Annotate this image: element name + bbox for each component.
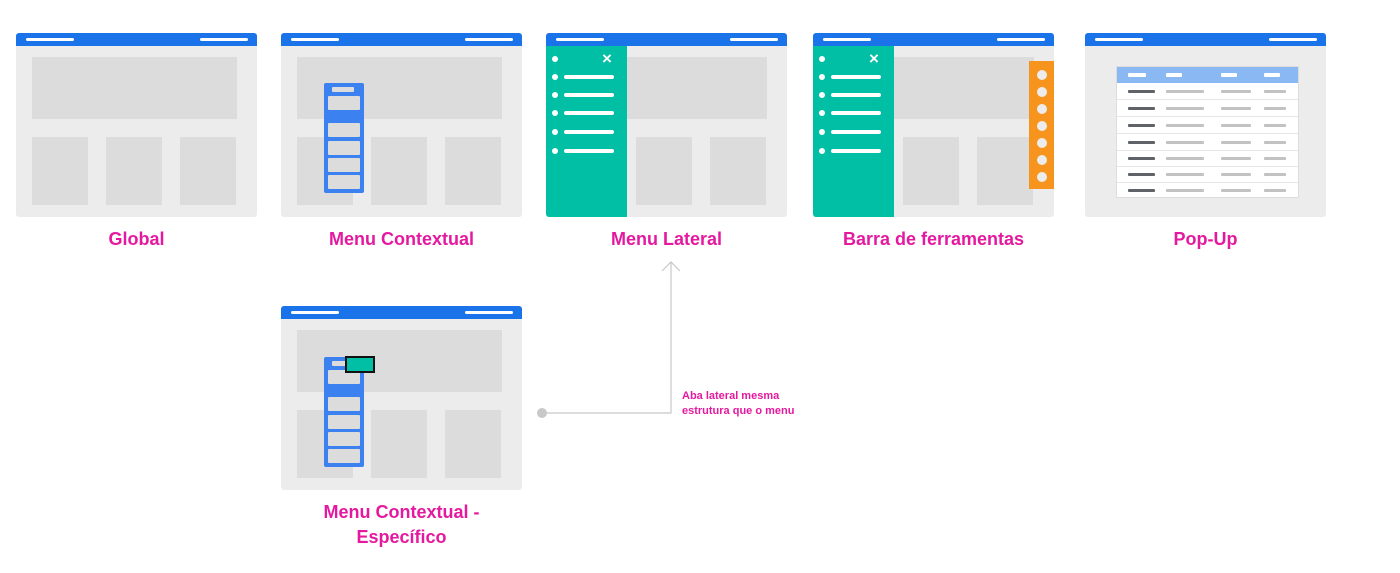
contextual-menu xyxy=(324,83,364,193)
contextual-menu-header xyxy=(332,361,354,366)
side-menu-item xyxy=(564,93,614,97)
popup-table-row xyxy=(1117,150,1298,167)
caption-line: Menu Contextual - xyxy=(323,502,480,522)
side-menu-bullet xyxy=(552,74,558,80)
toolbar-strip xyxy=(1029,61,1054,189)
wireframe-content-block xyxy=(710,137,766,205)
wireframe-content-block xyxy=(371,137,427,205)
contextual-menu-item xyxy=(328,449,360,463)
wireframe-side-menu: × xyxy=(546,33,787,217)
contextual-menu-item xyxy=(328,415,360,429)
side-menu-item xyxy=(831,93,881,97)
wireframe-global xyxy=(16,33,257,217)
wireframe-topbar xyxy=(813,33,1054,46)
contextual-menu-item xyxy=(328,175,360,189)
side-menu-item xyxy=(831,130,881,134)
connector-start-dot xyxy=(537,408,547,418)
wireframe-topbar xyxy=(16,33,257,46)
annotation-line: Aba lateral mesma xyxy=(682,390,780,402)
popup-table-row xyxy=(1117,83,1298,100)
toolbar-button-dot xyxy=(1037,138,1047,148)
wireframe-popup xyxy=(1085,33,1326,217)
side-menu-item xyxy=(831,149,881,153)
wireframe-topbar xyxy=(546,33,787,46)
side-tab-highlight xyxy=(345,356,375,373)
contextual-menu-header xyxy=(332,87,354,92)
side-menu-item xyxy=(564,111,614,115)
wireframe-topbar xyxy=(1085,33,1326,46)
wireframe-toolbar: × xyxy=(813,33,1054,217)
wireframe-content-block xyxy=(371,410,427,478)
side-menu-bullet xyxy=(552,148,558,154)
side-menu-bullet xyxy=(552,129,558,135)
popup-table-row xyxy=(1117,166,1298,183)
wireframe-content-block xyxy=(106,137,162,205)
contextual-menu-item xyxy=(328,370,360,384)
side-menu-bullet xyxy=(819,110,825,116)
popup-table-row xyxy=(1117,100,1298,117)
side-menu-panel: × xyxy=(813,46,894,217)
contextual-menu-item xyxy=(328,397,360,411)
popup-table xyxy=(1116,66,1299,198)
side-menu-item xyxy=(564,149,614,153)
side-menu-item xyxy=(564,130,614,134)
wireframe-hero-block xyxy=(32,57,237,119)
contextual-menu-item xyxy=(328,96,360,110)
side-menu-item xyxy=(831,75,881,79)
wireframe-content-block xyxy=(180,137,236,205)
side-menu-item xyxy=(831,111,881,115)
wireframe-content-block xyxy=(903,137,959,205)
wireframe-content-block xyxy=(445,410,501,478)
wireframe-topbar xyxy=(281,33,522,46)
connector-arrowhead xyxy=(661,261,681,272)
side-menu-bullet xyxy=(819,56,825,62)
contextual-menu-item xyxy=(328,123,360,137)
caption-toolbar: Barra de ferramentas xyxy=(842,229,1025,249)
contextual-menu-item xyxy=(328,158,360,172)
contextual-menu-item xyxy=(328,141,360,155)
caption-contextual: Menu Contextual xyxy=(328,229,474,249)
close-icon: × xyxy=(869,49,879,68)
wireframe-topbar xyxy=(281,306,522,319)
caption-line: Específico xyxy=(356,527,447,547)
popup-table-row xyxy=(1117,182,1298,198)
side-menu-bullet xyxy=(819,92,825,98)
side-menu-bullet xyxy=(552,56,558,62)
toolbar-button-dot xyxy=(1037,155,1047,165)
popup-table-row xyxy=(1117,117,1298,134)
toolbar-button-dot xyxy=(1037,87,1047,97)
wireframe-content-block xyxy=(636,137,692,205)
side-menu-bullet xyxy=(819,129,825,135)
caption-global: Global xyxy=(108,229,165,249)
wireframe-content-block xyxy=(32,137,88,205)
contextual-menu-item xyxy=(328,432,360,446)
toolbar-button-dot xyxy=(1037,104,1047,114)
close-icon: × xyxy=(602,49,612,68)
caption-popup: Pop-Up xyxy=(1173,229,1238,249)
connector-line xyxy=(542,262,672,414)
toolbar-button-dot xyxy=(1037,121,1047,131)
wireframe-content-block xyxy=(977,137,1033,205)
wireframe-contextual-specific xyxy=(281,306,522,490)
side-menu-bullet xyxy=(552,110,558,116)
caption-contextual-specific: Menu Contextual - Específico xyxy=(281,500,522,550)
side-menu-item xyxy=(564,75,614,79)
annotation-line: estrutura que o menu xyxy=(682,405,795,417)
side-menu-bullet xyxy=(819,74,825,80)
wireframe-content-block xyxy=(445,137,501,205)
toolbar-button-dot xyxy=(1037,172,1047,182)
contextual-menu xyxy=(324,357,364,467)
side-menu-panel: × xyxy=(546,46,627,217)
wireframe-contextual-menu xyxy=(281,33,522,217)
popup-table-header xyxy=(1117,67,1298,83)
popup-table-row xyxy=(1117,134,1298,151)
side-menu-bullet xyxy=(819,148,825,154)
toolbar-button-dot xyxy=(1037,70,1047,80)
caption-lateral: Menu Lateral xyxy=(610,229,723,249)
annotation-text: Aba lateral mesma estrutura que o menu xyxy=(682,389,842,419)
side-menu-bullet xyxy=(552,92,558,98)
